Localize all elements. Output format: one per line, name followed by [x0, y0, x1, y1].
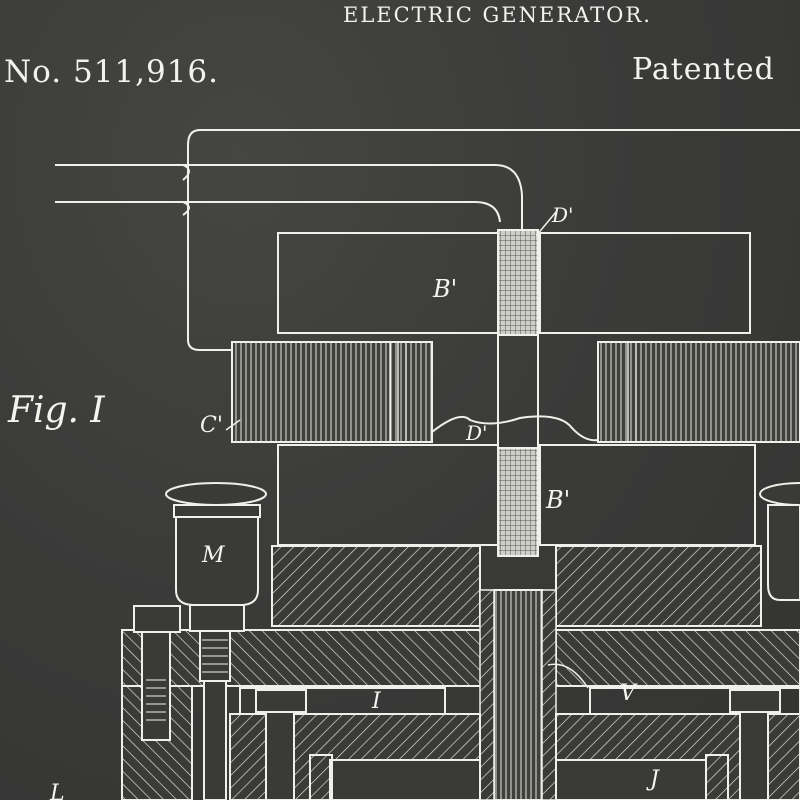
part-c-prime: C': [200, 413, 223, 438]
patented-label: Patented: [632, 52, 775, 87]
part-m: M: [201, 543, 225, 568]
part-d-prime-mid: D': [465, 421, 488, 445]
part-l: L: [49, 781, 65, 800]
part-b-prime-top: B': [432, 275, 457, 303]
part-v: V: [620, 681, 638, 706]
part-b-prime-bottom: B': [545, 486, 570, 514]
part-j: J: [646, 767, 660, 792]
part-i: I: [371, 689, 382, 714]
part-d-prime-top: D': [551, 203, 574, 227]
figure-label: Fig. I: [7, 390, 105, 431]
patent-number: No. 511,916.: [4, 54, 219, 90]
patent-title: ELECTRIC GENERATOR.: [343, 3, 652, 27]
